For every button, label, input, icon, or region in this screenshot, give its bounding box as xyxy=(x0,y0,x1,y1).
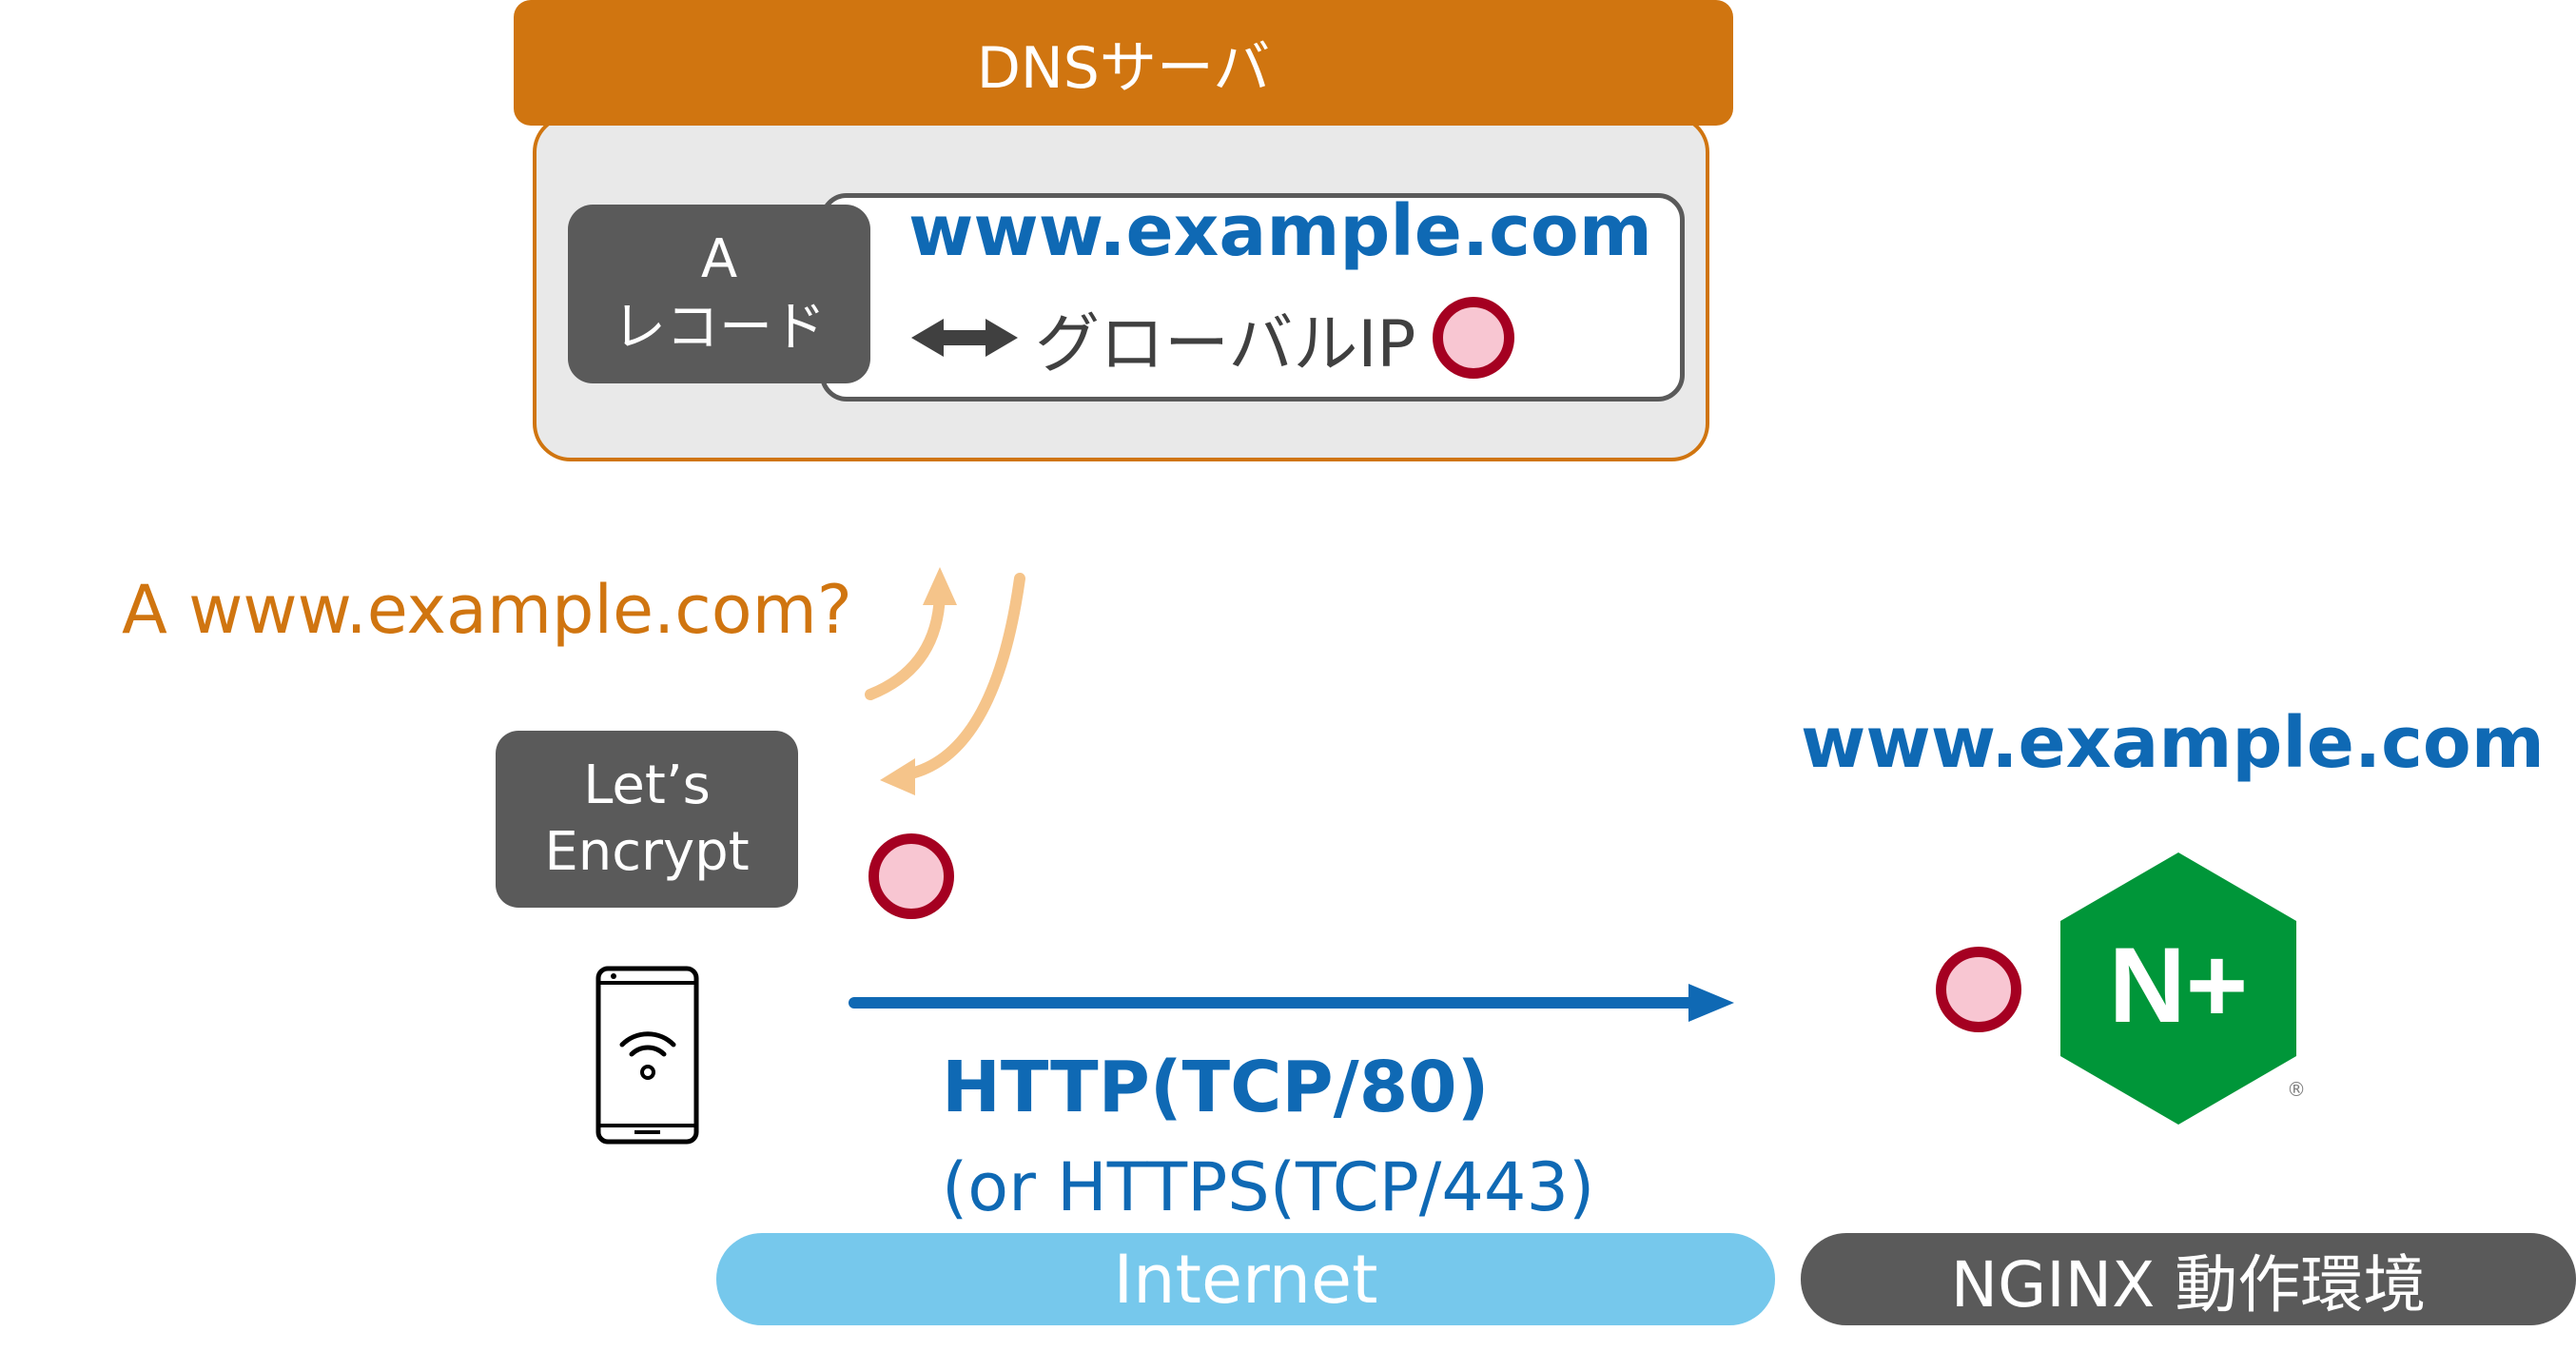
dns-response-arrow xyxy=(896,573,1025,781)
dns-server-title: DNSサーバ xyxy=(514,0,1733,126)
registered-mark: ® xyxy=(2287,1078,2306,1101)
dns-record-domain: www.example.com xyxy=(908,190,1652,272)
global-ip-marker-icon xyxy=(1433,297,1515,379)
nginx-plus-logo-text: N+ xyxy=(2109,926,2248,1045)
resolved-ip-marker-icon xyxy=(868,833,954,919)
lets-encrypt-line1: Let’s xyxy=(583,754,711,816)
a-record-label: A レコード xyxy=(568,205,870,383)
dns-record-mapping: グローバルIP xyxy=(911,295,1515,382)
smartphone-wifi-icon xyxy=(595,966,699,1145)
lets-encrypt-box: Let’s Encrypt xyxy=(496,731,798,908)
server-ip-marker-icon xyxy=(1936,947,2021,1032)
http-label: HTTP(TCP/80) xyxy=(942,1047,1490,1128)
http-arrowhead xyxy=(1688,984,1734,1022)
double-arrow-icon xyxy=(911,319,1018,357)
global-ip-label: グローバルIP xyxy=(1035,306,1416,382)
a-record-line2: レコード xyxy=(613,297,826,359)
dns-query-label: A www.example.com? xyxy=(122,571,852,649)
a-record-line1: A xyxy=(700,228,738,290)
nginx-domain-label: www.example.com xyxy=(1801,702,2545,784)
https-label: (or HTTPS(TCP/443) xyxy=(942,1148,1595,1226)
internet-zone: Internet xyxy=(716,1233,1775,1325)
nginx-env-zone: NGINX 動作環境 xyxy=(1801,1233,2576,1325)
lets-encrypt-line2: Encrypt xyxy=(544,821,750,883)
nginx-plus-logo: N+ ® xyxy=(2060,852,2306,1125)
dns-record-box xyxy=(820,193,1685,402)
dns-response-arrowhead xyxy=(880,758,915,795)
dns-query-arrowhead xyxy=(923,567,957,605)
